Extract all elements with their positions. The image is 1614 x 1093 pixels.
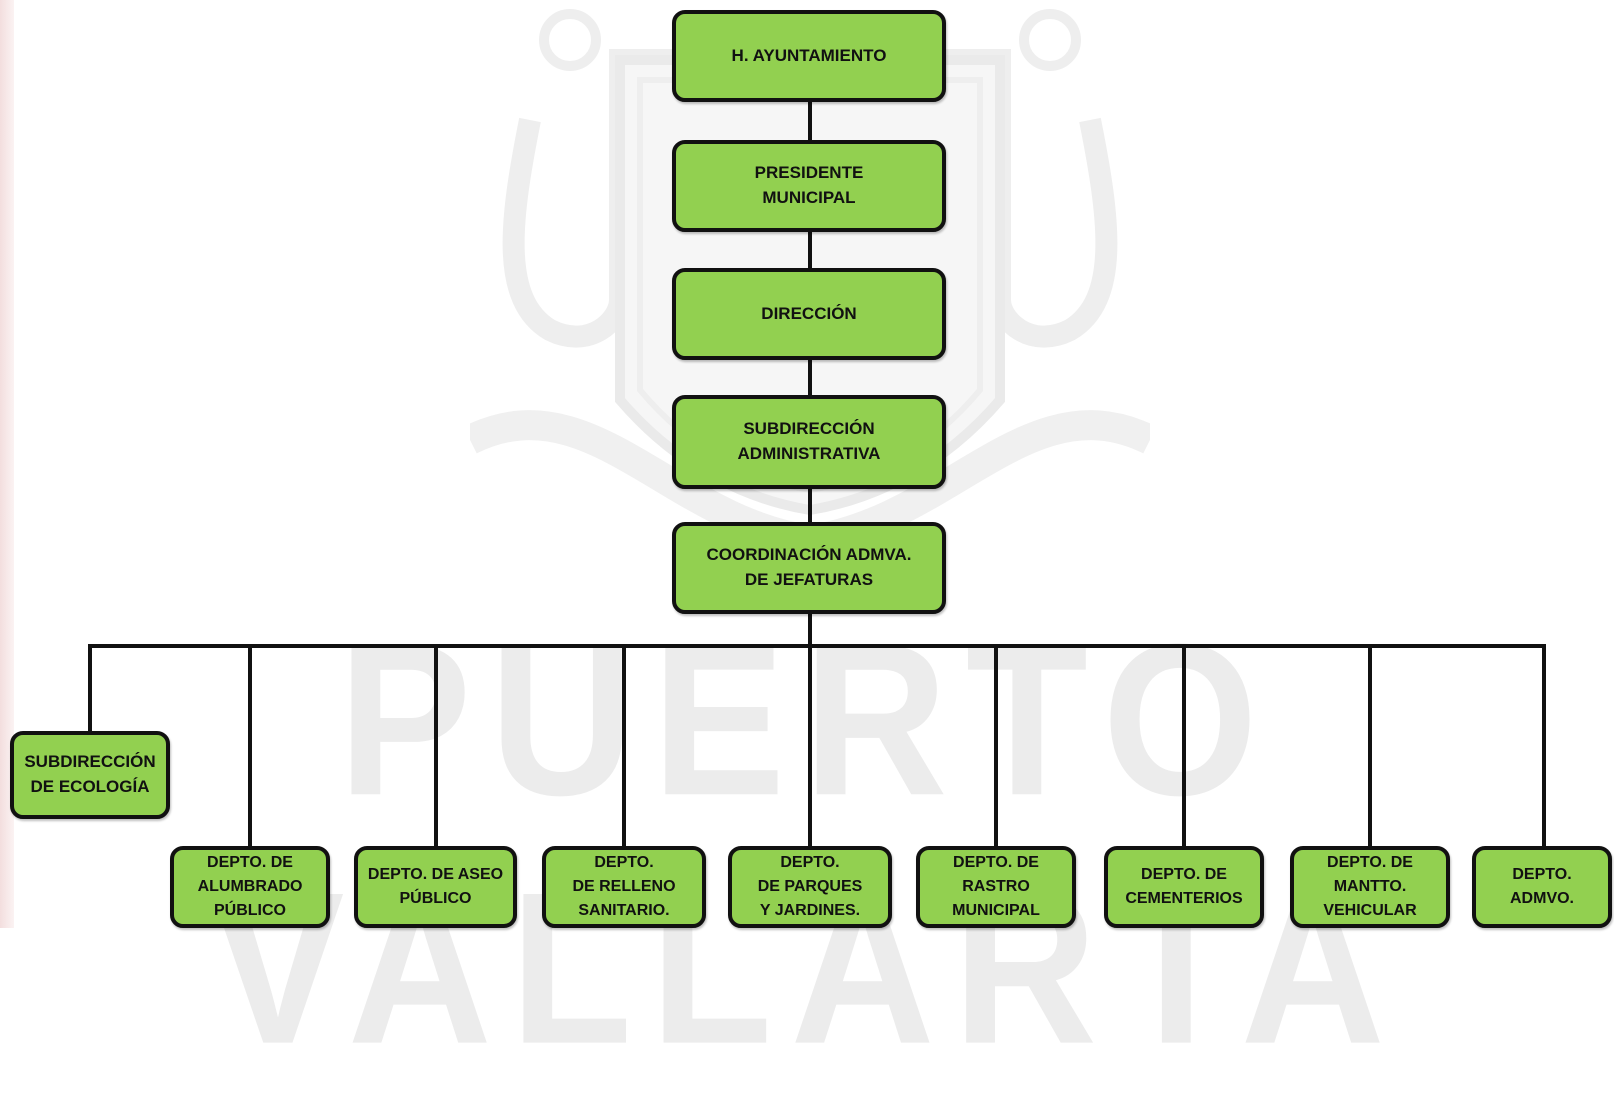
node-presidente-municipal: PRESIDENTE MUNICIPAL bbox=[672, 140, 946, 232]
node-direccion: DIRECCIÓN bbox=[672, 268, 946, 360]
node-subdireccion-ecologia: SUBDIRECCIÓN DE ECOLOGÍA bbox=[10, 731, 170, 819]
left-edge-strip bbox=[0, 0, 14, 928]
node-depto-parques: DEPTO. DE PARQUES Y JARDINES. bbox=[728, 846, 892, 928]
node-depto-cementerios: DEPTO. DE CEMENTERIOS bbox=[1104, 846, 1264, 928]
node-depto-admvo: DEPTO. ADMVO. bbox=[1472, 846, 1612, 928]
node-depto-alumbrado: DEPTO. DE ALUMBRADO PÚBLICO bbox=[170, 846, 330, 928]
node-depto-relleno: DEPTO. DE RELLENO SANITARIO. bbox=[542, 846, 706, 928]
node-depto-mantto: DEPTO. DE MANTTO. VEHICULAR bbox=[1290, 846, 1450, 928]
node-h-ayuntamiento: H. AYUNTAMIENTO bbox=[672, 10, 946, 102]
node-depto-aseo: DEPTO. DE ASEO PÚBLICO bbox=[354, 846, 517, 928]
node-depto-rastro: DEPTO. DE RASTRO MUNICIPAL bbox=[916, 846, 1076, 928]
connector-lines bbox=[88, 100, 1546, 846]
node-subdireccion-administrativa: SUBDIRECCIÓN ADMINISTRATIVA bbox=[672, 395, 946, 489]
node-coordinacion-admva: COORDINACIÓN ADMVA. DE JEFATURAS bbox=[672, 522, 946, 614]
